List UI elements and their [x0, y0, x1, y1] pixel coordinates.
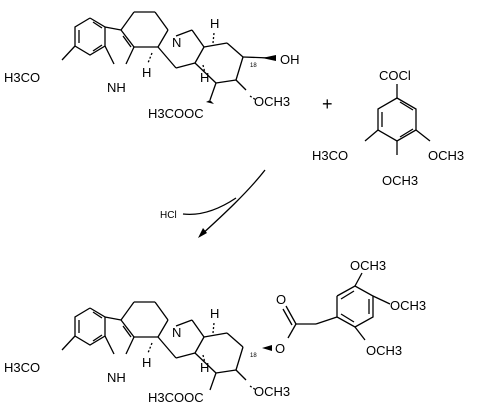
- stereo-18-label: 18: [250, 63, 257, 69]
- reactant-2-structure: COCl H3CO OCH3 OCH3: [312, 68, 464, 188]
- nitrogen-label: N: [172, 35, 181, 50]
- product-methoxy-label-left: H3CO: [4, 360, 40, 375]
- product-nitrogen-label: N: [172, 325, 181, 340]
- hcl-label: HCl: [160, 210, 177, 221]
- product-methoxy-label-right: OCH3: [254, 384, 290, 399]
- product-h-top-label: H: [210, 306, 219, 321]
- product-ester-label: H3COOC: [148, 390, 204, 405]
- product-pyrrole-ring: [104, 316, 135, 355]
- benzene-ring: [74, 17, 106, 56]
- ester-label: H3COOC: [148, 106, 204, 121]
- methoxy-label-right: OCH3: [254, 94, 290, 109]
- aryl-methoxy-left-label: H3CO: [312, 148, 348, 163]
- reactant-1-structure: H3CO NH N H H H 18 OH H3COOC OCH3: [4, 11, 300, 121]
- product-structure: H3CO NH N H H H 18 O O H3COOC OCH3 OCH3 …: [4, 258, 426, 405]
- product-nh-label: NH: [107, 370, 126, 385]
- ring-c: [120, 11, 169, 48]
- h-ring-label: H: [200, 70, 209, 85]
- plus-sign: +: [322, 94, 333, 114]
- product-ring-c: [120, 301, 169, 338]
- product-ester-oxygen-label: O: [275, 341, 285, 356]
- product-carbonyl-oxygen-label: O: [276, 292, 286, 307]
- reaction-arrow: [182, 169, 266, 238]
- product-aryl-methoxy-right-label: OCH3: [390, 298, 426, 313]
- aryl-ring: [364, 84, 431, 155]
- aryl-methoxy-right-label: OCH3: [428, 148, 464, 163]
- product-h-ring-label: H: [200, 360, 209, 375]
- product-ring-d: [157, 319, 205, 359]
- product-benzene-ring: [74, 307, 106, 346]
- hydroxyl-label: OH: [280, 52, 300, 67]
- pyrrole-ring: [104, 26, 135, 65]
- product-aryl-ring: [315, 272, 391, 341]
- h-top-label: H: [210, 16, 219, 31]
- h-bridge-label: H: [142, 65, 151, 80]
- product-stereo-18-label: 18: [250, 353, 257, 359]
- product-ester-linkage: [282, 305, 316, 339]
- product-h-bridge-label: H: [142, 355, 151, 370]
- methoxy-label-left: H3CO: [4, 70, 40, 85]
- ring-e: [194, 42, 271, 101]
- product-ring-e: [194, 332, 247, 391]
- acyl-chloride-label: COCl: [379, 68, 411, 83]
- nh-label: NH: [107, 80, 126, 95]
- product-aryl-methoxy-top-label: OCH3: [350, 258, 386, 273]
- aryl-methoxy-bottom-label: OCH3: [382, 173, 418, 188]
- product-aryl-methoxy-bottom-label: OCH3: [366, 343, 402, 358]
- ring-d: [157, 29, 205, 69]
